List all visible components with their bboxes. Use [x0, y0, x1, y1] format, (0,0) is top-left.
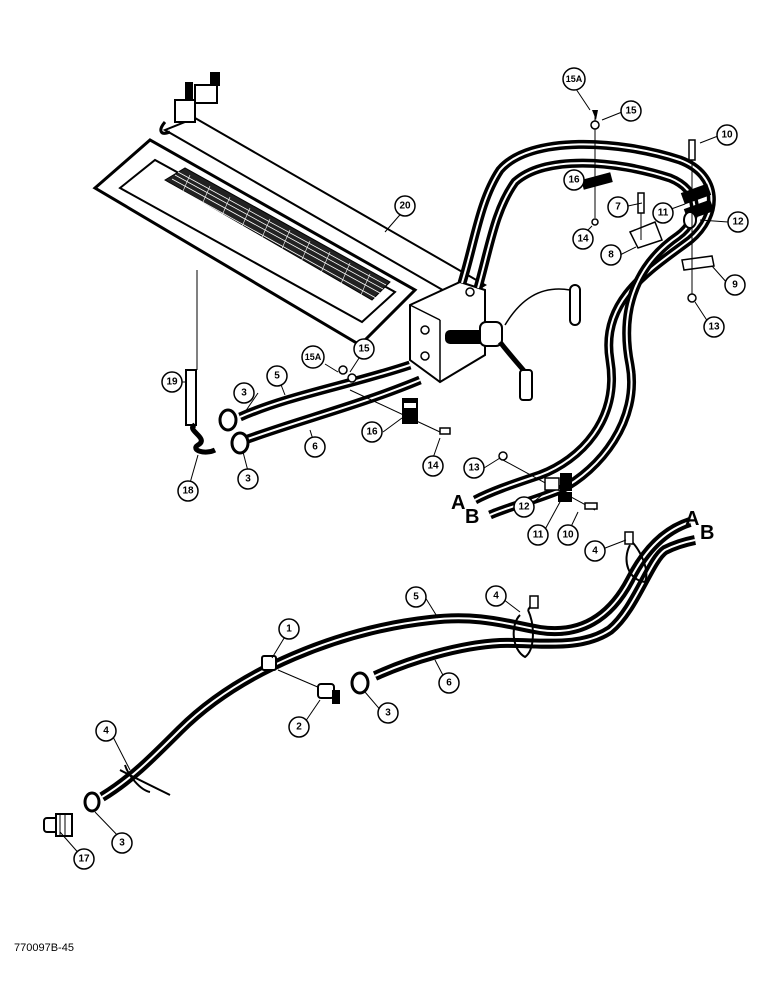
callout-4-mid: 4	[485, 585, 507, 607]
svg-text:4: 4	[103, 726, 109, 737]
svg-text:3: 3	[245, 474, 251, 485]
upper-heater-hose-loop	[457, 139, 716, 520]
callout-12-top: 12	[727, 211, 749, 233]
svg-text:6: 6	[446, 678, 452, 689]
callout-6-upper: 6	[304, 436, 326, 458]
svg-text:16: 16	[366, 427, 378, 438]
callout-4-right: 4	[584, 540, 606, 562]
svg-text:8: 8	[608, 250, 614, 261]
svg-text:18: 18	[182, 486, 194, 497]
svg-text:11: 11	[658, 208, 669, 219]
clip-16-left	[349, 389, 451, 435]
svg-text:5: 5	[413, 592, 419, 603]
hose-clamps-upper	[218, 408, 250, 455]
svg-text:16: 16	[568, 175, 580, 186]
svg-text:13: 13	[708, 322, 720, 333]
callout-12-mid: 12	[513, 496, 535, 518]
valve	[159, 72, 220, 135]
svg-text:3: 3	[385, 708, 391, 719]
callout-19: 19	[161, 371, 183, 393]
upper-right-hardware	[581, 110, 715, 303]
callout-15A-mid: 15A	[301, 345, 325, 369]
svg-text:19: 19	[166, 377, 178, 388]
callout-11-mid: 11	[527, 524, 549, 546]
callout-5-upper: 5	[266, 365, 288, 387]
callout-3-upper-b: 3	[237, 468, 259, 490]
callout-18: 18	[177, 480, 199, 502]
svg-text:15A: 15A	[566, 74, 583, 84]
callout-5-lower: 5	[405, 586, 427, 608]
heater-short-hoses	[238, 360, 422, 445]
callout-6-lower: 6	[438, 672, 460, 694]
svg-text:3: 3	[119, 838, 125, 849]
callout-16-top: 16	[563, 169, 585, 191]
svg-text:15: 15	[358, 344, 370, 355]
svg-text:17: 17	[78, 854, 90, 865]
svg-text:14: 14	[427, 461, 439, 472]
callout-10-top: 10	[716, 124, 738, 146]
hose-clips-4	[119, 537, 648, 796]
callout-13-top: 13	[703, 316, 725, 338]
svg-text:15A: 15A	[305, 352, 322, 362]
callout-1: 1	[278, 618, 300, 640]
label-b-upper: B	[465, 506, 479, 528]
label-b-lower: B	[700, 522, 714, 544]
callout-4-left: 4	[95, 720, 117, 742]
callout-16-mid: 16	[361, 421, 383, 443]
svg-text:5: 5	[274, 371, 280, 382]
callout-11-top: 11	[652, 202, 674, 224]
svg-text:11: 11	[533, 530, 544, 541]
label-a-upper: A	[451, 492, 465, 514]
callout-9: 9	[724, 274, 746, 296]
callout-15-mid: 15	[353, 338, 375, 360]
callout-20: 20	[394, 195, 416, 217]
label-a-lower: A	[685, 508, 699, 530]
heater-core-assembly	[92, 72, 581, 401]
callout-15A-top: 15A	[562, 67, 586, 91]
callout-15-top: 15	[620, 100, 642, 122]
callout-14-top: 14	[572, 228, 594, 250]
svg-text:10: 10	[562, 530, 574, 541]
document-number: 770097B-45	[14, 942, 74, 954]
svg-text:20: 20	[399, 201, 411, 212]
callout-7: 7	[607, 196, 629, 218]
callout-2: 2	[288, 716, 310, 738]
svg-text:12: 12	[732, 217, 744, 228]
callout-17: 17	[73, 848, 95, 870]
svg-text:12: 12	[518, 502, 530, 513]
shutoff-valve	[261, 655, 370, 704]
callout-3-upper-a: 3	[233, 382, 255, 404]
drain-tube	[185, 270, 217, 455]
lower-loop-hardware	[498, 451, 598, 511]
callout-3-lower-b: 3	[111, 832, 133, 854]
svg-text:13: 13	[468, 463, 480, 474]
svg-text:1: 1	[286, 624, 292, 635]
svg-text:14: 14	[577, 234, 589, 245]
callout-3-lower-a: 3	[377, 702, 399, 724]
svg-text:6: 6	[312, 442, 318, 453]
callout-10-mid: 10	[557, 524, 579, 546]
svg-text:4: 4	[493, 591, 499, 602]
svg-text:2: 2	[296, 722, 302, 733]
svg-text:7: 7	[615, 202, 621, 213]
fitting-17	[43, 791, 101, 837]
svg-text:9: 9	[732, 280, 738, 291]
lower-heater-hose-run	[99, 517, 697, 802]
callout-8: 8	[600, 244, 622, 266]
svg-text:15: 15	[625, 106, 637, 117]
outlet-fittings	[445, 284, 581, 401]
svg-text:4: 4	[592, 546, 598, 557]
svg-text:3: 3	[241, 388, 247, 399]
callout-14-mid: 14	[422, 455, 444, 477]
callout-13-mid: 13	[463, 457, 485, 479]
svg-text:10: 10	[721, 130, 733, 141]
